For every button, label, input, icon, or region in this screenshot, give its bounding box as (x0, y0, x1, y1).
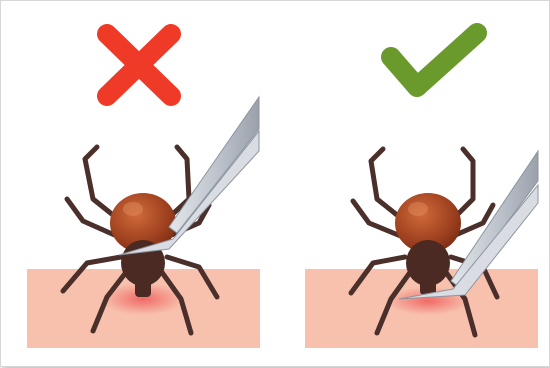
panel-incorrect (27, 34, 260, 348)
tick-scutum (406, 240, 450, 286)
check-mark-icon (391, 33, 477, 87)
tick-body-highlight (123, 202, 143, 216)
panel-correct (305, 33, 538, 348)
tick-mouthparts (135, 281, 151, 297)
tick-body-highlight (408, 202, 428, 216)
x-mark-icon (107, 34, 171, 96)
